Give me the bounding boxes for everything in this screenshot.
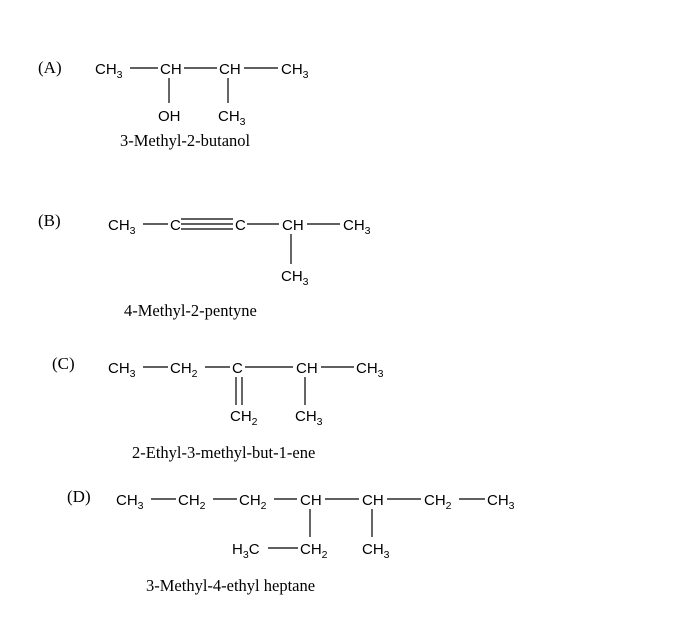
a-atom-ch3-branch: CH3: [218, 108, 246, 128]
a-atom-oh: OH: [158, 108, 181, 125]
d-atom-ch2-3: CH2: [424, 492, 452, 512]
b-atom-ch3-1: CH3: [108, 217, 136, 237]
d-atom-ch-2: CH: [362, 492, 384, 509]
c-atom-ch2: CH2: [170, 360, 198, 380]
panel-c-label: (C): [52, 354, 75, 373]
c-atom-ch: CH: [296, 360, 318, 377]
c-atom-ch3-2: CH3: [356, 360, 384, 380]
panel-b: (B) CH3 C C CH CH3 CH3 4-Methyl-2-pentyn…: [38, 211, 371, 320]
b-atom-c-2: C: [235, 217, 246, 234]
a-atom-ch3-1: CH3: [95, 61, 123, 81]
d-atom-ch-1: CH: [300, 492, 322, 509]
a-atom-ch-1: CH: [160, 61, 182, 78]
a-atom-ch-2: CH: [219, 61, 241, 78]
d-atom-ch2-branch: CH2: [300, 541, 328, 561]
panel-b-label: (B): [38, 211, 61, 230]
panel-a-name: 3-Methyl-2-butanol: [120, 131, 251, 150]
panel-a-label: (A): [38, 58, 62, 77]
c-atom-c: C: [232, 360, 243, 377]
b-atom-ch3-2: CH3: [343, 217, 371, 237]
d-atom-ch2-1: CH2: [178, 492, 206, 512]
panel-a: (A) CH3 CH CH CH3 OH CH3 3-Methyl-2-buta…: [38, 58, 309, 150]
d-atom-ch3-branch: CH3: [362, 541, 390, 561]
panel-c: (C) CH3 CH2 C CH CH3 CH2 CH3 2-Ethyl-3-m…: [52, 354, 384, 462]
c-atom-ch2-branch: CH2: [230, 408, 258, 428]
c-atom-ch3-branch: CH3: [295, 408, 323, 428]
b-atom-ch: CH: [282, 217, 304, 234]
c-atom-ch3-1: CH3: [108, 360, 136, 380]
panel-c-name: 2-Ethyl-3-methyl-but-1-ene: [132, 443, 315, 462]
panel-d-label: (D): [67, 487, 91, 506]
panel-b-name: 4-Methyl-2-pentyne: [124, 301, 257, 320]
a-atom-ch3-2: CH3: [281, 61, 309, 81]
d-atom-ch3-2: CH3: [487, 492, 515, 512]
panel-d: (D) CH3 CH2 CH2 CH CH CH2 CH3 H3C CH2 CH…: [67, 487, 515, 595]
b-atom-c-1: C: [170, 217, 181, 234]
d-atom-ch3-1: CH3: [116, 492, 144, 512]
panel-d-name: 3-Methyl-4-ethyl heptane: [146, 576, 315, 595]
d-atom-h3c: H3C: [232, 541, 260, 561]
b-atom-ch3-branch: CH3: [281, 268, 309, 288]
d-atom-ch2-2: CH2: [239, 492, 267, 512]
